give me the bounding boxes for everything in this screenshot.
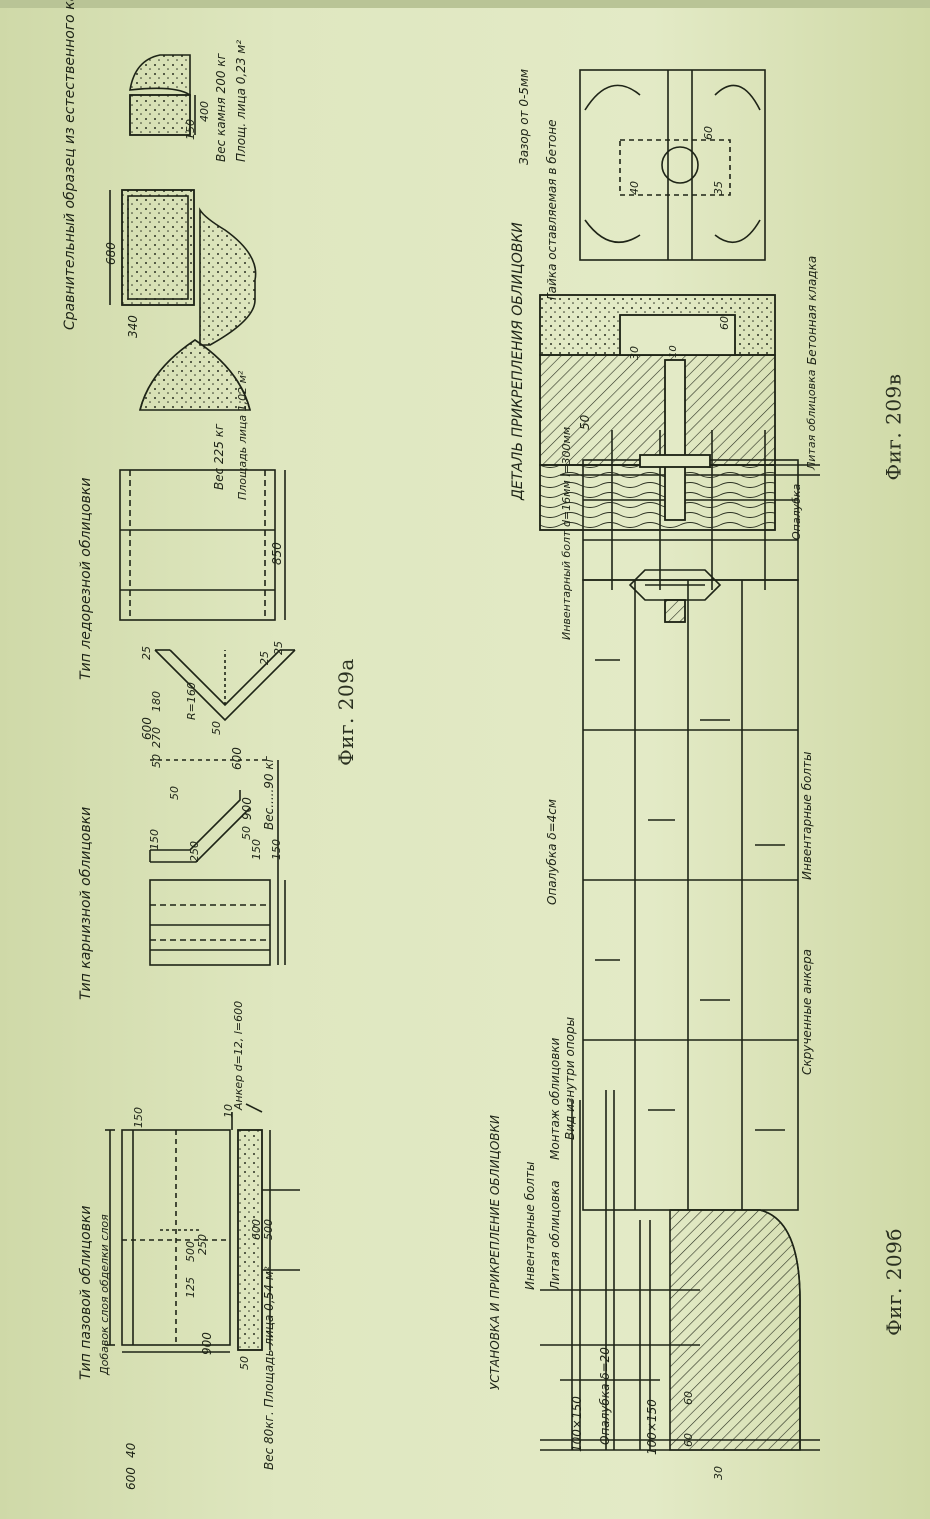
karniznaya-title: Тип карнизной облицовки — [78, 806, 94, 1000]
pazovaya-anchor: Анкер d=12, l=600 — [232, 1000, 245, 1110]
stone-weight: Вес камня 200 кг — [214, 53, 228, 162]
karniznaya-dim-50c: 50 — [150, 754, 163, 768]
installation-dim-30: 30 — [712, 1466, 725, 1480]
installation-beam-2: 100×150 — [645, 1399, 659, 1455]
pazovaya-note: Добавок слоя обделки слоя — [98, 1214, 111, 1375]
caption-209c: Фиг. 209в — [881, 373, 906, 481]
ledoreznaya-dim-600: 600 — [140, 717, 154, 740]
pazovaya-dim-150: 150 — [132, 1107, 145, 1128]
detail-nut-label: Гайка оставляемая в бетоне — [545, 119, 559, 300]
caption-209a: Фиг. 209а — [333, 658, 358, 766]
pazovaya-panel-drawing — [105, 1103, 300, 1353]
detail-gap-label: Зазор от 0-5мм — [517, 68, 531, 165]
detail-title: ДЕТАЛЬ ПРИКРЕПЛЕНИЯ ОБЛИЦОВКИ — [510, 222, 526, 500]
ledoreznaya-dim-50: 50 — [210, 721, 223, 735]
installation-cast-facing: Литая облицовка — [548, 1180, 562, 1290]
detail-cast-facing-label: Литая облицовка — [805, 369, 818, 470]
stone-dim-150: 150 — [184, 119, 197, 140]
detail-dim-10: 10 — [668, 345, 679, 358]
detail-dim-40: 40 — [628, 181, 641, 195]
detail-bolt-label: Инвентарный болт d=16мм l=300мм — [560, 426, 573, 640]
karniznaya-dim-150c: 150 — [270, 839, 283, 860]
karniznaya-dim-150b: 150 — [250, 839, 263, 860]
ledoreznaya-panel-drawing — [119, 469, 296, 722]
stone-dim-680: 680 — [104, 242, 118, 265]
karniznaya-panel-drawing — [149, 759, 286, 966]
stone-dim-400: 400 — [198, 101, 211, 122]
detail-formwork-label: Опалубка — [790, 483, 803, 540]
pazovaya-title: Тип пазовой облицовки — [78, 1205, 94, 1380]
stone-dim-340: 340 — [126, 315, 140, 338]
installation-subtitle-2: Вид изнутри опоры — [563, 1016, 577, 1140]
installation-subtitle-1: Монтаж облицовки — [548, 1037, 562, 1160]
ledoreznaya-weight: Вес 225 кг — [212, 423, 226, 490]
ledoreznaya-area: Площадь лица 1,02 м² — [236, 370, 249, 500]
detail-dim-30: 30 — [628, 346, 641, 360]
installation-dim-60a: 60 — [682, 1391, 695, 1405]
installation-title: УСТАНОВКА И ПРИКРЕПЛЕНИЕ ОБЛИЦОВКИ — [488, 1114, 502, 1390]
ledoreznaya-dim-25b: 25 — [258, 651, 271, 665]
stone-title: Сравнительный образец из естественного к… — [62, 0, 78, 330]
pazovaya-dim-40: 40 — [124, 1442, 138, 1458]
panel-grid-drawing — [560, 430, 820, 1211]
detail-concrete-label: Бетонная кладка — [805, 255, 819, 365]
ledoreznaya-dim-600b: 600 — [230, 747, 244, 770]
caption-209b: Фиг. 209б — [881, 1228, 906, 1336]
detail-dim-50: 50 — [578, 414, 592, 430]
pazovaya-dim-50: 50 — [238, 1356, 251, 1370]
installation-section-drawing — [540, 1090, 820, 1451]
karniznaya-dim-250: 250 — [188, 841, 201, 862]
pazovaya-dim-125: 125 — [184, 1277, 197, 1298]
installation-bolts-right: Инвентарные болты — [800, 751, 814, 880]
attachment-detail-drawing — [539, 69, 776, 623]
karniznaya-dim-150: 150 — [148, 829, 161, 850]
pazovaya-weight: Вес 80кг. Площадь лица 0,54 м² — [262, 1266, 276, 1470]
stone-sample-drawing — [109, 54, 257, 411]
pazovaya-dim-250: 250 — [196, 1234, 209, 1255]
installation-formwork-20: Опалубка δ=20 — [598, 1347, 612, 1445]
installation-twisted-anchors: Скрученные анкера — [800, 949, 814, 1075]
top-edge-line — [0, 0, 930, 8]
installation-formwork-4: Опалубка δ=4см — [545, 799, 559, 905]
karniznaya-weight: Вес.....90 кг — [262, 756, 276, 830]
installation-beam-1: 100×150 — [570, 1396, 584, 1452]
ledoreznaya-title: Тип ледорезной облицовки — [78, 477, 94, 680]
karniznaya-dim-900: 900 — [240, 797, 254, 820]
ledoreznaya-dim-25c: 25 — [272, 641, 285, 655]
detail-dim-60b: 60 — [702, 126, 715, 140]
stone-area: Площ. лица 0,23 м² — [234, 39, 248, 162]
pazovaya-dim-600: 600 — [124, 1467, 138, 1490]
karniznaya-dim-50b: 50 — [240, 826, 253, 840]
installation-dim-60b: 60 — [682, 1433, 695, 1447]
installation-bolts-left: Инвентарные болты — [523, 1161, 537, 1290]
detail-dim-35: 35 — [712, 181, 725, 195]
ledoreznaya-dim-850: 850 — [270, 542, 284, 565]
detail-dim-60: 60 — [718, 316, 731, 330]
pazovaya-dim-500b: 500 — [262, 1219, 275, 1240]
ledoreznaya-dim-25: 25 — [140, 646, 153, 660]
ledoreznaya-radius: R=160 — [185, 682, 198, 720]
karniznaya-dim-180: 180 — [150, 691, 163, 712]
pazovaya-dim-900: 900 — [200, 1332, 214, 1355]
karniznaya-dim-50: 50 — [168, 786, 181, 800]
